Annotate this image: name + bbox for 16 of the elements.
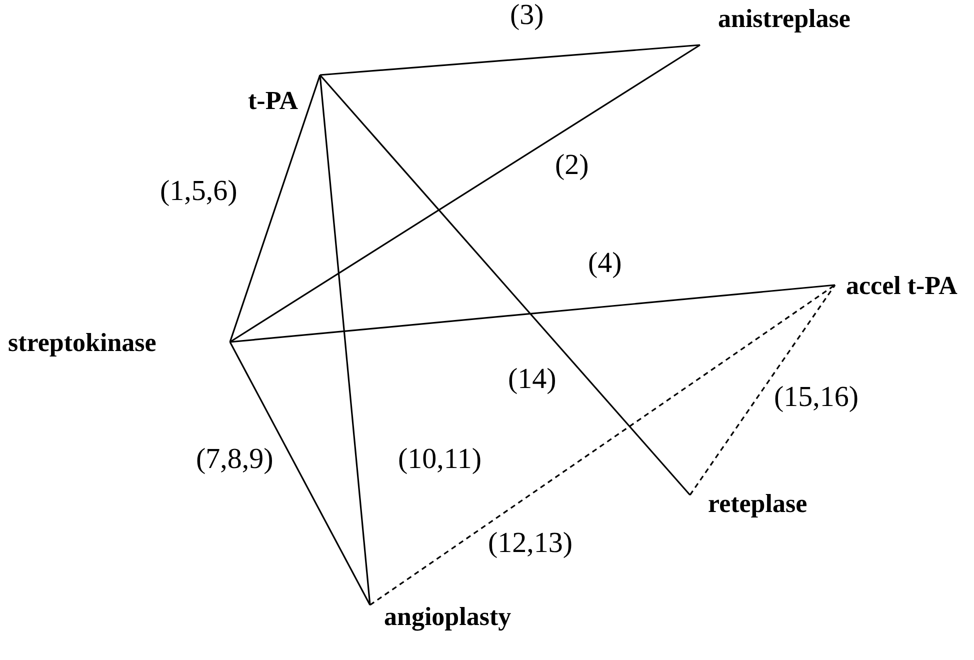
connector-line	[229, 74, 321, 342]
treatment-label: angioplasty	[370, 602, 512, 632]
connector-line	[230, 284, 836, 343]
treatment-label: anistreplase	[700, 4, 850, 45]
treatment-label: streptokinase	[8, 328, 230, 358]
connector-line	[689, 284, 836, 496]
connector-line	[320, 44, 700, 76]
connector-line	[319, 74, 371, 606]
treatment-label: reteplase	[690, 489, 808, 519]
treatment-label: accel t-PA	[835, 271, 958, 301]
connector-line	[229, 342, 371, 606]
connector-line	[370, 284, 836, 606]
connector-line	[230, 44, 700, 343]
connector-line	[319, 74, 691, 496]
edge-label: (10,11)	[396, 446, 484, 472]
treatment-label: t-PA	[248, 75, 320, 116]
